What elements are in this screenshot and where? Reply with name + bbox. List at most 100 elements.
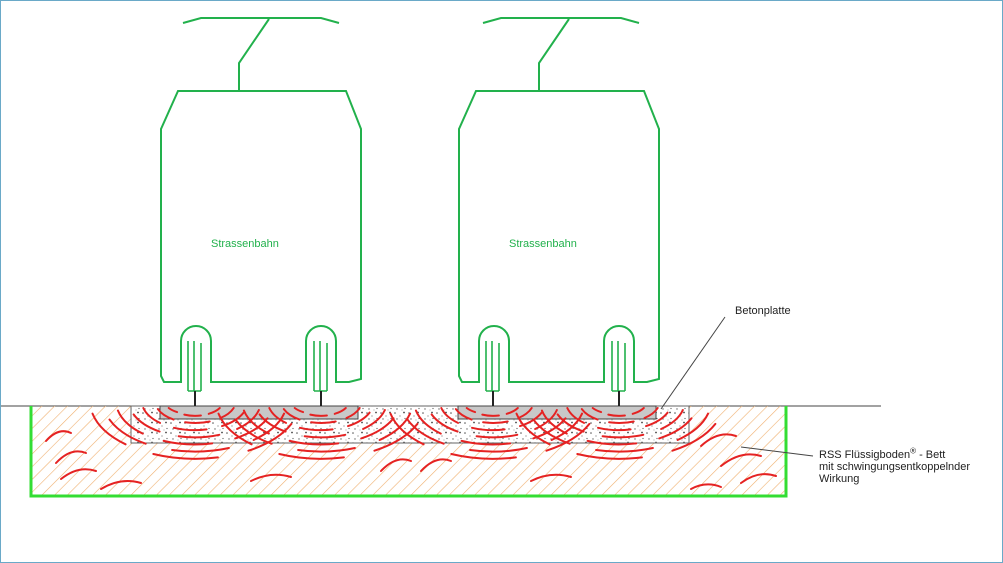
rss-bed-border (29, 406, 788, 498)
bed-label-line1: RSS Flüssigboden® - Bett (819, 446, 946, 461)
vibration-arc (406, 418, 445, 445)
vibration-arc (282, 408, 301, 421)
vibration-arc (515, 412, 551, 446)
leader-line-betonplatte (660, 316, 726, 410)
vibration-arc (303, 433, 347, 439)
vibration-arc (440, 407, 459, 424)
tram-left-body (160, 90, 362, 383)
vibration-arc (450, 453, 517, 460)
vibration-arc (460, 439, 512, 446)
vibration-arc (601, 433, 645, 439)
vibration-arc (309, 413, 328, 417)
vibration-arc (465, 407, 477, 414)
tram-right (458, 17, 660, 392)
vibration-arc (333, 407, 347, 415)
leader-line-bed (740, 446, 814, 457)
betonplatte-label: Betonplatte (735, 305, 791, 317)
tram-right-label: Strassenbahn (509, 238, 577, 250)
vibration-arc (293, 407, 305, 414)
vibration-arc (690, 483, 722, 490)
vibration-arc (299, 426, 334, 432)
vibration-arc (481, 413, 500, 417)
vibration-arc (217, 412, 253, 446)
vibration-arc (247, 422, 293, 452)
vibration-arc (278, 453, 345, 460)
bed-label-line3: Wirkung (819, 473, 860, 485)
vibration-arc (234, 418, 273, 445)
vibration-arc (345, 407, 361, 419)
concrete-slab-right (457, 405, 657, 420)
bed-label-suffix: - Bett (916, 449, 946, 461)
vibration-arc (362, 409, 386, 430)
vibration-arc (100, 480, 142, 490)
tram-right-wheel-rear (611, 341, 626, 392)
vibration-arc (45, 430, 72, 442)
rails (194, 391, 620, 406)
vibration-arc (55, 450, 87, 464)
vibration-arc (580, 408, 599, 421)
vibration-arc (519, 411, 543, 428)
bed-label-text: RSS Flüssigboden (819, 449, 911, 461)
vibration-arc (586, 439, 638, 446)
vibration-arc (608, 420, 635, 425)
vibration-arc (643, 407, 659, 419)
vibration-arc (660, 409, 684, 430)
vibration-arc (297, 447, 356, 453)
vibration-arc (221, 411, 245, 428)
vibration-arc (482, 420, 509, 425)
vibration-arc (591, 407, 603, 414)
vibration-arc (116, 409, 144, 435)
vibration-arc (505, 407, 519, 415)
tram-left-label: Strassenbahn (211, 238, 279, 250)
registered-mark: ® (910, 446, 917, 456)
vibration-arc (108, 418, 147, 445)
concrete-slab-left (159, 405, 359, 420)
vibration-arc (469, 447, 528, 453)
vibration-arc (540, 409, 568, 435)
vibration-arc (545, 422, 591, 452)
tram-right-body (458, 90, 660, 383)
vibration-arc (645, 411, 669, 428)
vibration-arc (631, 407, 645, 415)
vibration-arc (420, 458, 452, 472)
vibration-arc (740, 473, 777, 484)
tram-left-pantograph (182, 17, 340, 91)
vibration-arc (347, 411, 371, 428)
vibration-arc (250, 473, 292, 482)
vibration-arc (414, 409, 442, 435)
vibration-arc (430, 413, 459, 433)
vibration-arc (207, 407, 221, 415)
vibration-arc (475, 433, 519, 439)
vibration-arc (700, 433, 737, 447)
vibration-arc (471, 426, 506, 432)
vibration-arc (566, 407, 585, 424)
vibration-arc (173, 426, 208, 432)
vibration-arc (183, 413, 202, 417)
vibration-arc (171, 447, 230, 453)
vibration-arc (556, 413, 585, 433)
vibration-arc (720, 453, 762, 467)
tram-right-pantograph (482, 17, 640, 91)
vibration-waves (45, 407, 777, 490)
vibration-arc (658, 417, 693, 440)
tram-left (160, 17, 362, 392)
bed-label-line2: mit schwingungsentkoppelnder (819, 461, 971, 473)
tram-left-wheel-rear (313, 341, 328, 392)
vibration-arc (132, 413, 161, 433)
vibration-arc (162, 439, 214, 446)
vibration-arc (152, 453, 219, 460)
tram-right-wheel-front (485, 341, 500, 392)
vibration-arc (671, 422, 717, 452)
vibration-arc (242, 409, 270, 435)
vibration-arc (532, 418, 571, 445)
vibration-arc (530, 473, 572, 482)
vibration-arc (184, 420, 211, 425)
vibration-arc (268, 407, 287, 424)
vibration-arc (576, 453, 643, 460)
vibration-arc (389, 412, 425, 446)
vibration-arc (91, 412, 127, 446)
vibration-arc (288, 439, 340, 446)
vibration-arc (156, 408, 175, 421)
vibration-arc (310, 420, 337, 425)
